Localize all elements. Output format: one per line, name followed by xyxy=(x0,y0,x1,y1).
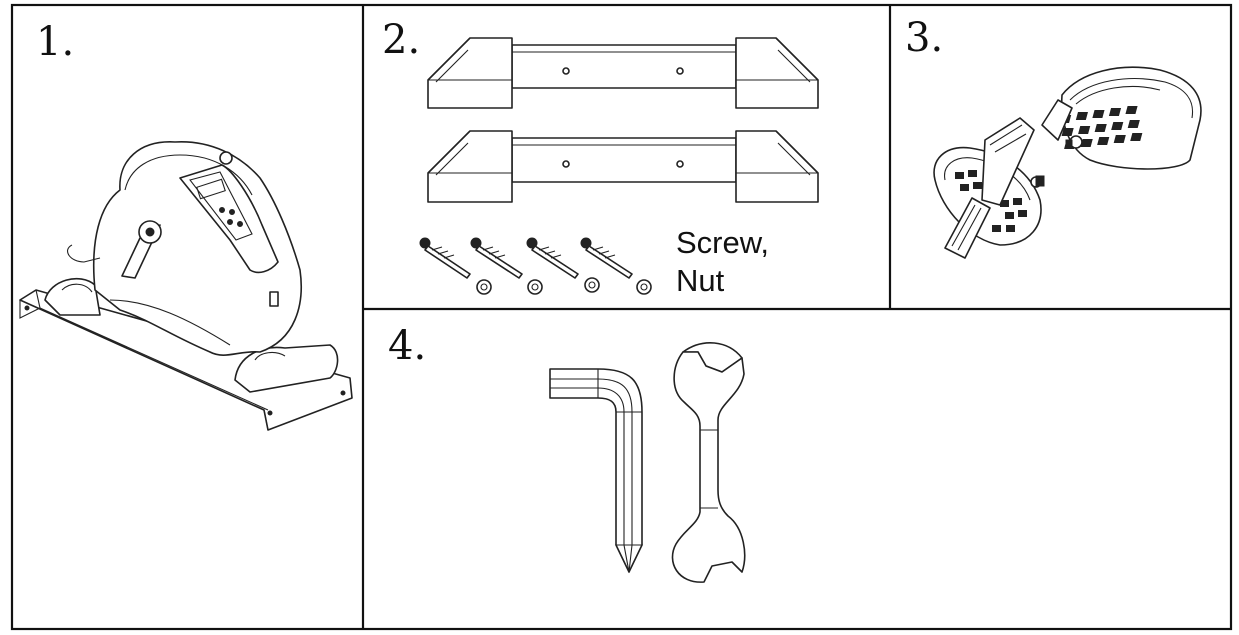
panel-4-number: 4. xyxy=(388,323,427,369)
panel-3-number: 3. xyxy=(905,15,944,61)
caption-line-screw: Screw, xyxy=(676,225,770,260)
screw-nut-caption: Screw, Nut xyxy=(676,224,769,300)
panel-2-number: 2. xyxy=(382,17,421,63)
panel-1-number: 1. xyxy=(36,19,75,65)
caption-line-nut: Nut xyxy=(676,263,725,298)
